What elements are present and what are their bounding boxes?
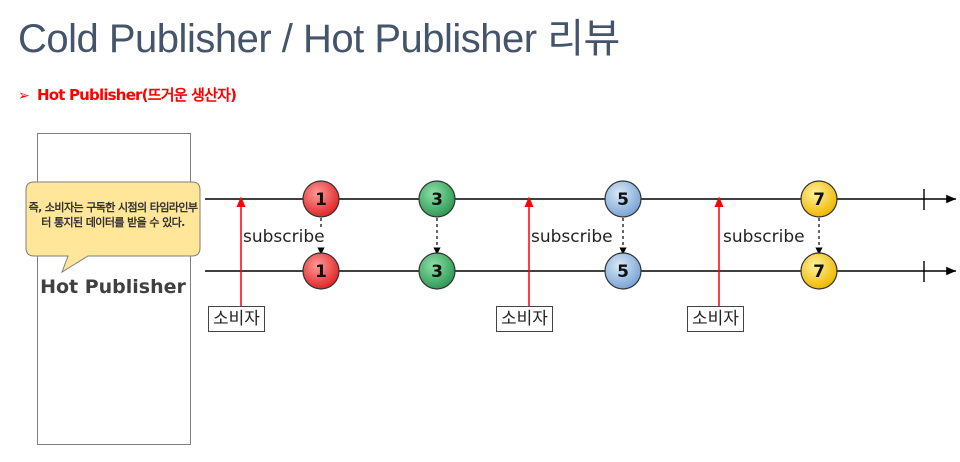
downstream-marble-label: 3	[431, 262, 443, 282]
callout-bubble	[25, 181, 201, 274]
upstream-marble-label: 1	[315, 190, 327, 210]
downstream-marble-label: 5	[617, 262, 629, 282]
subscribe-label: subscribe	[531, 227, 613, 247]
downstream-marble-label: 7	[813, 262, 825, 282]
page-title: Cold Publisher / Hot Publisher 리뷰	[18, 17, 620, 61]
consumer-box: 소비자	[208, 306, 265, 332]
downstream-marble: 7	[800, 252, 838, 290]
upstream-marble: 1	[302, 180, 340, 218]
section-heading: ➢ Hot Publisher(뜨거운 생산자)	[18, 84, 237, 105]
subscribe-label: subscribe	[243, 227, 325, 247]
upstream-marble-label: 5	[617, 190, 629, 210]
downstream-marble: 5	[604, 252, 642, 290]
callout-text: 즉, 소비자는 구독한 시점의 타임라인부터 통지된 데이터를 받을 수 있다.	[28, 201, 198, 229]
upstream-marble: 7	[800, 180, 838, 218]
subscribe-label: subscribe	[723, 227, 805, 247]
downstream-marble: 3	[418, 252, 456, 290]
upstream-marble-label: 3	[431, 190, 443, 210]
upstream-marble: 5	[604, 180, 642, 218]
arrowhead-bullet-icon: ➢	[18, 88, 30, 104]
publisher-label: Hot Publisher	[40, 276, 186, 298]
consumer-box: 소비자	[687, 306, 744, 332]
upstream-marble-label: 7	[813, 190, 825, 210]
downstream-marble: 1	[302, 252, 340, 290]
section-heading-text: Hot Publisher(뜨거운 생산자)	[36, 86, 237, 104]
upstream-marble: 3	[418, 180, 456, 218]
consumer-box: 소비자	[496, 306, 553, 332]
downstream-marble-label: 1	[315, 262, 327, 282]
